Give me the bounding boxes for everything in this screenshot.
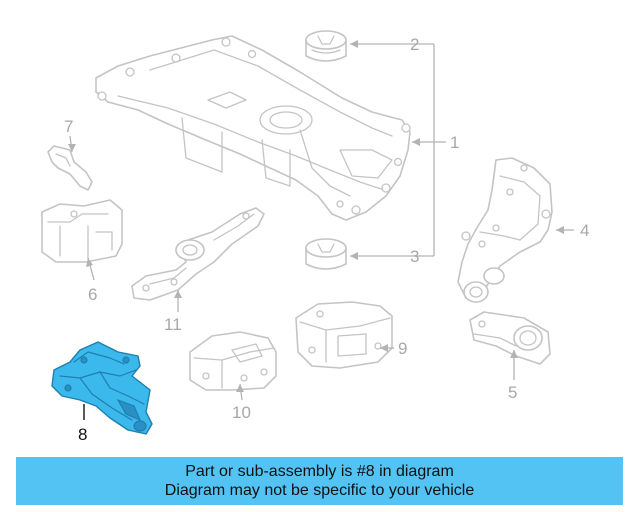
callout-6: 6 <box>88 285 97 304</box>
callout-10: 10 <box>232 403 251 422</box>
part-2-bushing <box>305 30 347 62</box>
callout-7: 7 <box>64 117 73 136</box>
part-11-torque-rod <box>131 207 265 301</box>
callout-11: 11 <box>164 315 182 334</box>
part-8-bracket-highlighted <box>51 341 153 435</box>
callout-1: 1 <box>450 133 459 152</box>
part-5-bracket <box>469 311 551 365</box>
banner-line-2: Diagram may not be specific to your vehi… <box>164 482 475 499</box>
part-6-mount <box>41 199 123 263</box>
banner-line-1: Part or sub-assembly is #8 in diagram <box>185 463 454 480</box>
callout-4: 4 <box>580 221 589 240</box>
part-9-mount <box>295 301 393 369</box>
info-banner: Part or sub-assembly is #8 in diagram Di… <box>16 457 623 505</box>
part-10-mount <box>189 331 277 391</box>
parts-diagram: 1 2 3 4 5 6 7 8 9 10 11 <box>41 30 589 444</box>
callout-5: 5 <box>508 383 517 402</box>
callout-3: 3 <box>410 247 419 266</box>
part-4-bracket <box>457 157 553 303</box>
callout-8: 8 <box>78 425 87 444</box>
part-1-subframe <box>95 35 411 221</box>
callout-9: 9 <box>398 339 407 358</box>
leader-lines <box>68 40 574 420</box>
part-7-clip <box>47 145 93 191</box>
part-3-bushing <box>305 238 347 270</box>
callout-2: 2 <box>410 35 419 54</box>
